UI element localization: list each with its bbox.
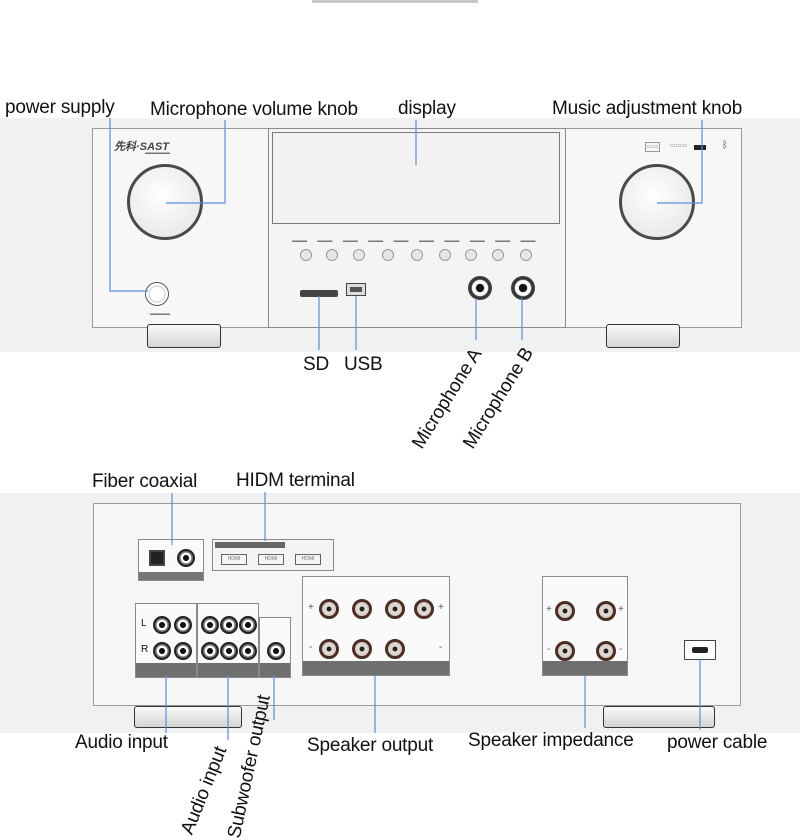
label-usb: USB bbox=[344, 354, 383, 375]
microphone-volume-knob[interactable] bbox=[127, 164, 203, 240]
power-cable-socket[interactable] bbox=[684, 640, 716, 660]
music-adjustment-knob[interactable] bbox=[619, 164, 695, 240]
label-sd: SD bbox=[303, 354, 329, 375]
subwoofer-rca[interactable] bbox=[267, 642, 285, 660]
control-button-9[interactable] bbox=[520, 249, 532, 261]
subwoofer-output-group bbox=[259, 617, 291, 678]
impedance-minus-right: - bbox=[619, 644, 623, 655]
control-button-5[interactable] bbox=[411, 249, 423, 261]
impedance-binding-post[interactable] bbox=[596, 641, 616, 661]
control-button-3[interactable] bbox=[353, 249, 365, 261]
sd-slot[interactable] bbox=[300, 290, 338, 297]
audio-input-group: L R bbox=[135, 603, 197, 678]
hdmi-port-1[interactable]: HDMI bbox=[221, 554, 247, 565]
label-fiber-coaxial: Fiber coaxial bbox=[92, 471, 198, 492]
microphone-a-jack[interactable] bbox=[468, 276, 492, 300]
label-audio-input: Audio input bbox=[75, 732, 168, 753]
control-button-8[interactable] bbox=[492, 249, 504, 261]
hdmi-terminal-module: HDMI HDMI HDMI bbox=[212, 539, 334, 571]
label-mic-volume-knob: Microphone volume knob bbox=[150, 99, 358, 120]
audio-input-group-2 bbox=[197, 603, 259, 678]
impedance-binding-post[interactable] bbox=[555, 601, 575, 621]
audio-input-rca[interactable] bbox=[239, 616, 257, 634]
speaker-binding-post[interactable] bbox=[414, 599, 434, 619]
speaker-minus-left: - bbox=[309, 642, 313, 653]
front-right-foot bbox=[606, 324, 680, 348]
front-left-foot bbox=[147, 324, 221, 348]
power-button-caption: ◦ ▬▬▬▬ bbox=[147, 311, 171, 317]
control-button-6[interactable] bbox=[439, 249, 451, 261]
fiber-coaxial-module bbox=[138, 539, 204, 581]
hdmi-port-3[interactable]: HDMI bbox=[295, 554, 321, 565]
control-button-7[interactable] bbox=[465, 249, 477, 261]
speaker-binding-post[interactable] bbox=[319, 599, 339, 619]
brand-strip-icon bbox=[694, 145, 706, 150]
speaker-minus-right: - bbox=[439, 642, 443, 653]
format-badge: ▭▭ bbox=[645, 142, 661, 152]
usb-port[interactable] bbox=[346, 283, 366, 296]
audio-input-rca[interactable] bbox=[153, 616, 171, 634]
label-power-supply: power supply bbox=[5, 97, 115, 118]
audio-input-rca[interactable] bbox=[174, 616, 192, 634]
speaker-binding-post[interactable] bbox=[352, 639, 372, 659]
optical-port[interactable] bbox=[149, 550, 165, 566]
speaker-binding-post[interactable] bbox=[385, 599, 405, 619]
coaxial-port[interactable] bbox=[177, 549, 195, 567]
speaker-output-group: + + - - bbox=[302, 576, 450, 676]
label-display: display bbox=[398, 98, 456, 119]
audio-input-rca[interactable] bbox=[201, 616, 219, 634]
control-button-1[interactable] bbox=[300, 249, 312, 261]
impedance-plus-right: + bbox=[618, 604, 624, 615]
impedance-plus-left: + bbox=[546, 604, 552, 615]
rear-right-foot bbox=[603, 706, 715, 728]
rear-left-foot bbox=[134, 706, 242, 728]
display-window bbox=[272, 132, 560, 224]
channel-r-label: R bbox=[141, 644, 149, 655]
speaker-impedance-group: + + - - bbox=[542, 576, 628, 676]
audio-input-rca[interactable] bbox=[239, 642, 257, 660]
bluetooth-icon: ᛒ bbox=[722, 140, 728, 151]
label-music-knob: Music adjustment knob bbox=[552, 98, 743, 119]
microphone-b-jack[interactable] bbox=[511, 276, 535, 300]
hd-badge: ▭▭▭ bbox=[670, 143, 688, 149]
speaker-binding-post[interactable] bbox=[319, 639, 339, 659]
label-hidm-terminal: HIDM terminal bbox=[236, 470, 355, 491]
top-cropped-mark bbox=[312, 0, 478, 3]
impedance-minus-left: - bbox=[547, 644, 551, 655]
audio-input-rca[interactable] bbox=[220, 642, 238, 660]
impedance-binding-post[interactable] bbox=[555, 641, 575, 661]
speaker-plus-right: + bbox=[438, 602, 444, 613]
label-speaker-impedance: Speaker impedance bbox=[468, 730, 634, 751]
audio-input-rca[interactable] bbox=[220, 616, 238, 634]
hdmi-port-2[interactable]: HDMI bbox=[258, 554, 284, 565]
label-power-cable: power cable bbox=[667, 732, 768, 753]
label-speaker-output: Speaker output bbox=[307, 735, 434, 756]
brand-subtitle: ▬▬▬▬▬ bbox=[145, 150, 170, 156]
audio-input-rca[interactable] bbox=[174, 642, 192, 660]
audio-input-rca[interactable] bbox=[201, 642, 219, 660]
control-captions: ▬▬▬ ▬▬▬ ▬▬▬ ▬▬▬ ▬▬▬ ▬▬▬ ▬▬▬ ▬▬▬ ▬▬▬ ▬▬▬ bbox=[292, 238, 536, 244]
impedance-binding-post[interactable] bbox=[596, 601, 616, 621]
audio-input-rca[interactable] bbox=[153, 642, 171, 660]
speaker-binding-post[interactable] bbox=[352, 599, 372, 619]
control-button-4[interactable] bbox=[382, 249, 394, 261]
speaker-binding-post[interactable] bbox=[385, 639, 405, 659]
control-button-2[interactable] bbox=[326, 249, 338, 261]
label-audio-input-rotated: Audio input bbox=[177, 743, 232, 838]
power-button[interactable] bbox=[145, 282, 169, 306]
channel-l-label: L bbox=[141, 618, 147, 629]
speaker-plus-left: + bbox=[308, 602, 314, 613]
